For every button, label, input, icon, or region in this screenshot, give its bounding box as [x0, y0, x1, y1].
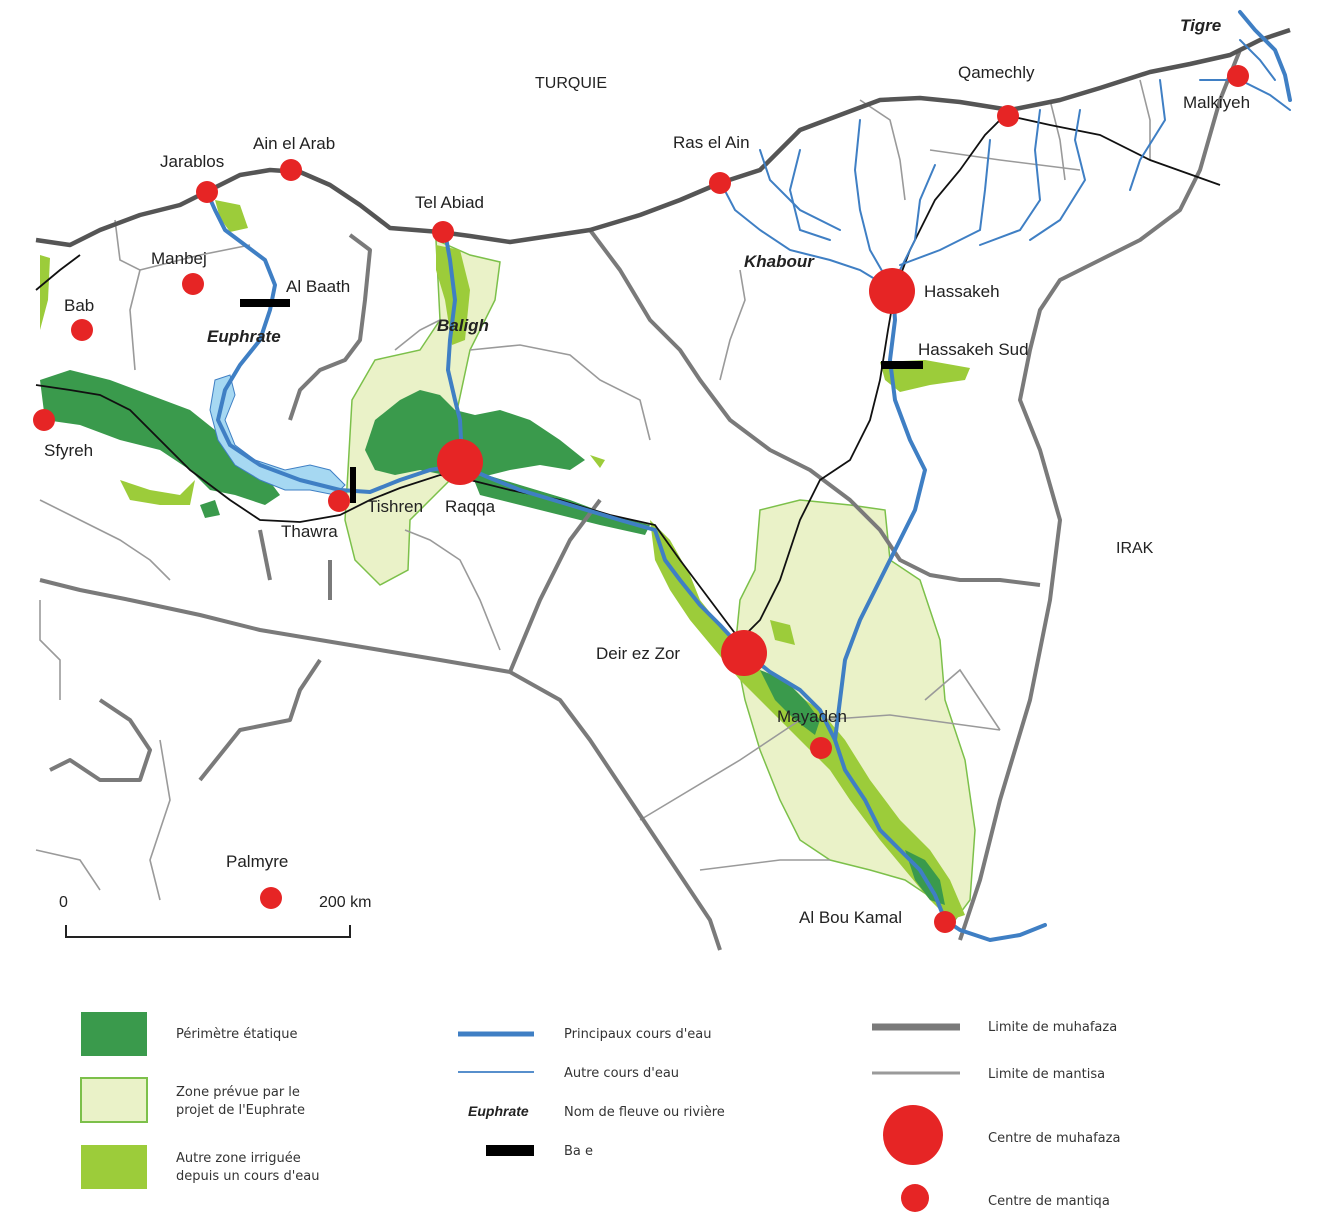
center-hassakeh[interactable]: [869, 268, 915, 314]
scale-line: [65, 925, 351, 938]
label-malkiyeh: Malkiyeh: [1183, 93, 1250, 112]
label-thawra: Thawra: [281, 522, 338, 541]
cities: [33, 65, 1249, 933]
label-river-tigre: Tigre: [1180, 16, 1221, 35]
label-palmyre: Palmyre: [226, 852, 288, 871]
label-sfyreh: Sfyreh: [44, 441, 93, 460]
scale-bar: 0 200 km: [59, 894, 371, 938]
center-qamechly[interactable]: [997, 105, 1019, 127]
legend-project-zone-line1: Zone prévue par le: [176, 1085, 300, 1100]
center-mayaden[interactable]: [810, 737, 832, 759]
dam-al-baath: [240, 299, 290, 307]
label-bab: Bab: [64, 296, 94, 315]
center-ras-el-ain[interactable]: [709, 172, 731, 194]
legend-muhafaza-limit: Limite de muhafaza: [988, 1020, 1117, 1035]
main-rivers: [205, 10, 1292, 942]
legend-other-irrigated-line2: depuis un cours d'eau: [176, 1169, 320, 1184]
legend-main-rivers: Principaux cours d'eau: [564, 1027, 711, 1042]
legend-other-irrigated-line1: Autre zone irriguée: [176, 1151, 301, 1166]
legend-project-zone-line2: projet de l'Euphrate: [176, 1103, 305, 1118]
dam-tishren: [350, 467, 356, 503]
map-labels: TURQUIE IRAK Euphrate Baligh Khabour Tig…: [44, 16, 1250, 927]
label-river-khabour: Khabour: [744, 252, 815, 271]
label-jarablos: Jarablos: [160, 152, 224, 171]
legend-swatch-state-perimeter: [81, 1012, 147, 1056]
dam-hassakeh-sud: [881, 361, 923, 369]
legend-mantisa-limit: Limite de mantisa: [988, 1067, 1105, 1082]
label-river-euphrate: Euphrate: [207, 327, 281, 346]
label-al-baath: Al Baath: [286, 277, 350, 296]
label-hassakeh-sud: Hassakeh Sud: [918, 340, 1029, 359]
label-deir-ez-zor: Deir ez Zor: [596, 644, 680, 663]
center-tel-abiad[interactable]: [432, 221, 454, 243]
center-al-bou-kamal[interactable]: [934, 911, 956, 933]
label-tel-abiad: Tel Abiad: [415, 193, 484, 212]
mantisa-limits: [35, 79, 1151, 901]
legend-river-name: Nom de fleuve ou rivière: [564, 1105, 725, 1120]
center-malkiyeh[interactable]: [1227, 65, 1249, 87]
legend-swatch-mantiqa-center: [901, 1184, 929, 1212]
label-ain-el-arab: Ain el Arab: [253, 134, 335, 153]
label-al-bou-kamal: Al Bou Kamal: [799, 908, 902, 927]
other-rivers: [721, 39, 1291, 291]
center-sfyreh[interactable]: [33, 409, 55, 431]
legend-swatch-muhafaza-center: [883, 1105, 943, 1165]
center-jarablos[interactable]: [196, 181, 218, 203]
label-mayaden: Mayaden: [777, 707, 847, 726]
legend-river-name-example: Euphrate: [468, 1103, 529, 1119]
legend-state-perimeter: Périmètre étatique: [176, 1027, 298, 1042]
center-thawra[interactable]: [328, 490, 350, 512]
label-ras-el-ain: Ras el Ain: [673, 133, 750, 152]
turkey-border: [35, 27, 1291, 248]
legend-swatch-other-irrigated: [81, 1145, 147, 1189]
scale-start-label: 0: [59, 894, 68, 911]
label-tishren: Tishren: [367, 497, 423, 516]
center-bab[interactable]: [71, 319, 93, 341]
legend-dam: Ba e: [564, 1144, 593, 1159]
label-hassakeh: Hassakeh: [924, 282, 1000, 301]
label-turquie: TURQUIE: [535, 75, 607, 92]
legend-swatch-dam: [486, 1145, 534, 1156]
label-manbej: Manbej: [151, 249, 207, 268]
dams: [240, 299, 923, 503]
center-deir-ez-zor[interactable]: [721, 630, 767, 676]
center-raqqa[interactable]: [437, 439, 483, 485]
reservoirs: [209, 374, 346, 496]
railway: [35, 114, 1221, 642]
center-ain-el-arab[interactable]: [280, 159, 302, 181]
center-manbej[interactable]: [182, 273, 204, 295]
legend-muhafaza-center: Centre de muhafaza: [988, 1131, 1120, 1146]
center-palmyre[interactable]: [260, 887, 282, 909]
muhafaza-limits: [39, 49, 1242, 951]
label-river-baligh: Baligh: [437, 316, 489, 335]
legend-mantiqa-center: Centre de mantiqa: [988, 1194, 1110, 1209]
label-raqqa: Raqqa: [445, 497, 496, 516]
label-qamechly: Qamechly: [958, 63, 1035, 82]
label-irak: IRAK: [1116, 540, 1154, 557]
legend-other-rivers: Autre cours d'eau: [564, 1066, 679, 1081]
legend: Périmètre étatique Zone prévue par le pr…: [80, 1012, 1120, 1212]
scale-end-label: 200 km: [319, 894, 371, 911]
legend-swatch-project-zone: [80, 1077, 148, 1123]
